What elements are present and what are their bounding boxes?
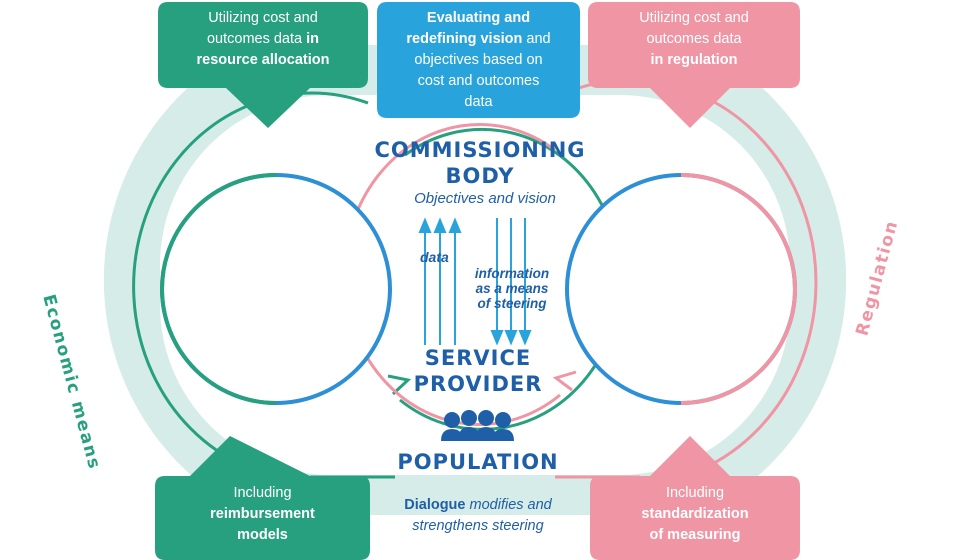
info-line3: of steering [477, 296, 547, 311]
objectives-label: Objectives and vision [414, 190, 556, 207]
top-center-line3: objectives based on [414, 52, 543, 68]
service-provider-title: SERVICE PROVIDER [378, 345, 578, 397]
top-right-box-shape [588, 2, 800, 128]
top-left-line2-bold: in [306, 31, 320, 47]
info-line1: information [474, 266, 550, 281]
top-left-line3: resource allocation [196, 52, 330, 68]
bottom-right-line3: of measuring [649, 527, 741, 543]
dialogue-line2: strengthens steering [412, 518, 544, 534]
left-circle-teal-segment [160, 173, 277, 405]
bottom-left-box-shape [155, 436, 370, 560]
commissioning-line2: BODY [445, 164, 515, 188]
data-label: data [420, 249, 449, 265]
dialogue-rest: modifies and [465, 497, 552, 513]
bottom-left-line3: models [237, 527, 288, 543]
provider-line2: PROVIDER [413, 372, 543, 396]
top-left-line2: outcomes data [206, 31, 307, 47]
top-left-line1: Utilizing cost and [208, 10, 318, 26]
bottom-right-box: Including standardization of measuring [590, 483, 800, 546]
information-arrows [490, 218, 532, 346]
top-left-box-shape [158, 2, 368, 128]
info-line2: as a means [475, 281, 549, 296]
bottom-right-line1: Including [665, 485, 725, 501]
commissioning-body-title: COMMISSIONING BODY [370, 137, 590, 189]
top-left-box: Utilizing cost and outcomes data in reso… [158, 8, 368, 71]
top-center-line2: and [522, 31, 551, 47]
top-center-line5: data [464, 94, 493, 110]
left-lower-arrow [387, 374, 412, 396]
information-label: information as a means of steering [462, 266, 562, 311]
top-center-box-shape [377, 2, 580, 118]
top-center-line1: Evaluating and [426, 10, 531, 26]
commissioning-line1: COMMISSIONING [374, 138, 586, 162]
top-center-line2-bold: redefining vision [406, 31, 523, 47]
population-title: POPULATION [397, 450, 559, 474]
right-circle-pink-segment [680, 173, 797, 405]
bottom-left-box: Including reimbursement models [155, 483, 370, 546]
provider-line1: SERVICE [424, 346, 532, 370]
right-lower-arrow [552, 370, 577, 392]
data-arrows [418, 217, 462, 345]
bottom-right-box-shape [590, 436, 800, 560]
dialogue-text: Dialogue modifies and strengthens steeri… [378, 495, 578, 537]
top-center-line4: cost and outcomes [417, 73, 540, 89]
bottom-left-line1: Including [233, 485, 292, 501]
bottom-right-line2: standardization [641, 506, 749, 522]
dialogue-bold: Dialogue [404, 497, 466, 513]
top-right-line3: in regulation [650, 52, 738, 68]
top-right-line1: Utilizing cost and [639, 10, 749, 26]
bottom-left-line2: reimbursement [210, 506, 315, 522]
top-right-box: Utilizing cost and outcomes data in regu… [588, 8, 800, 71]
top-right-line2: outcomes data [646, 31, 742, 47]
population-icon [441, 410, 514, 441]
top-center-box: Evaluating and redefining vision and obj… [377, 8, 580, 113]
